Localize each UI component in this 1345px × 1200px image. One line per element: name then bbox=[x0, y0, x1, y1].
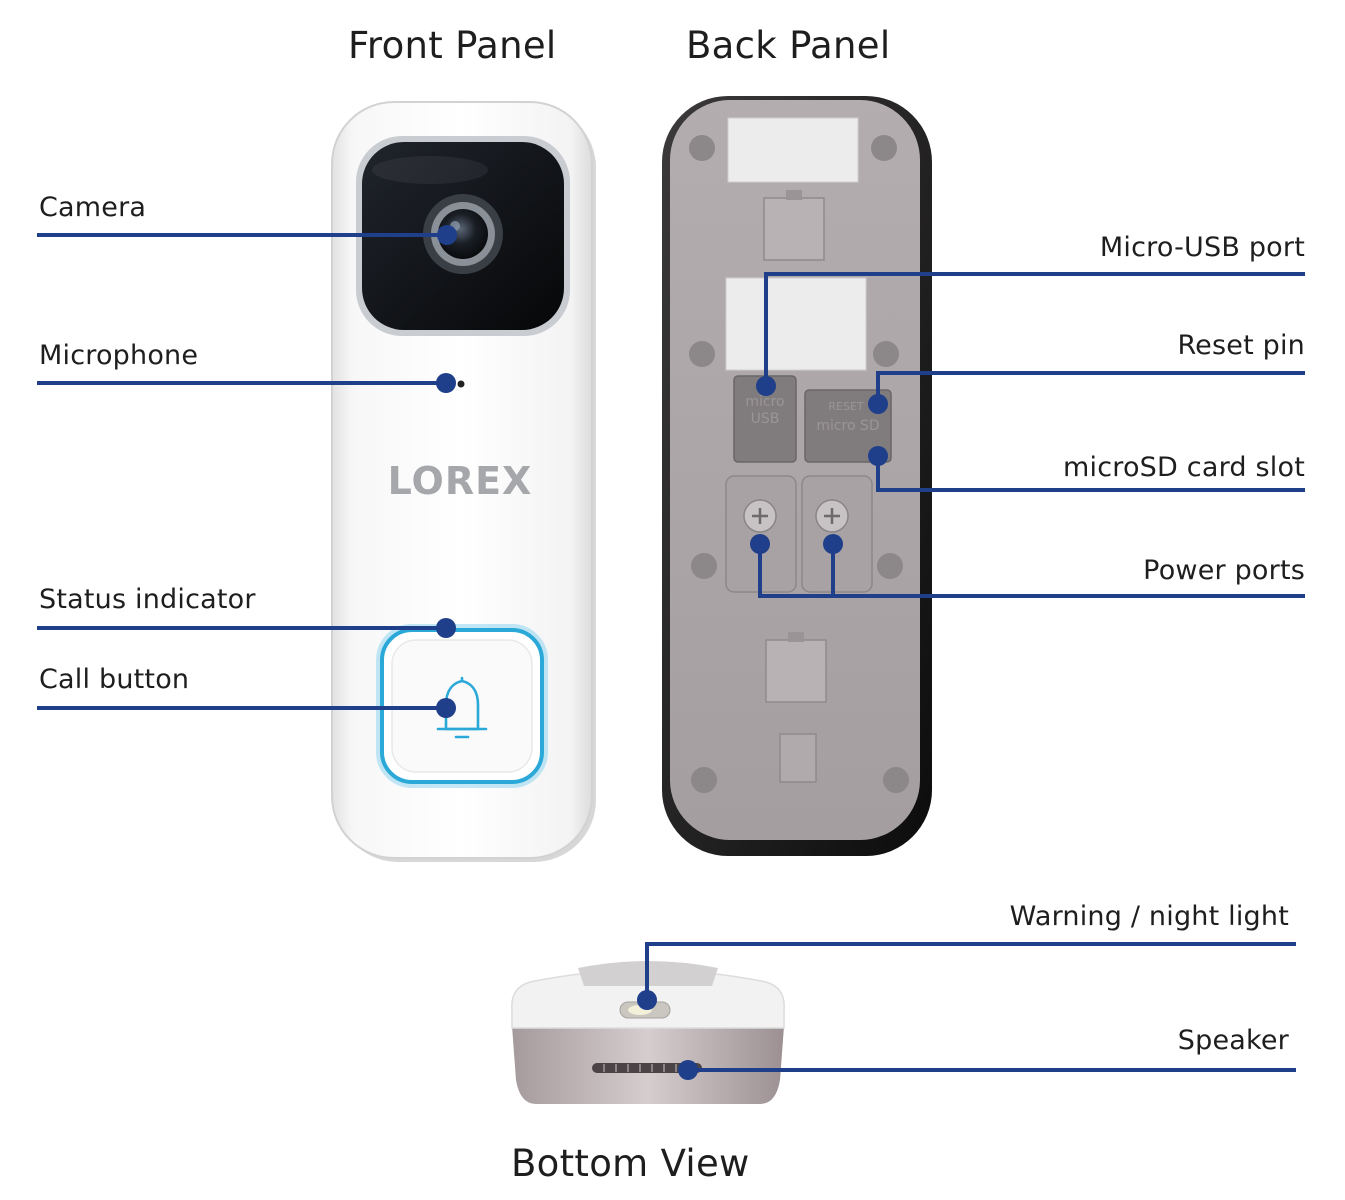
mount-slot-lower bbox=[765, 639, 827, 703]
rubber-feet bbox=[689, 135, 909, 793]
label-speaker: Speaker bbox=[1177, 1025, 1289, 1056]
call-button-face bbox=[391, 639, 533, 773]
callout-dot-power-port-left bbox=[750, 534, 770, 554]
microsd-slot bbox=[804, 389, 892, 463]
microsd-slot-text-1: RESET bbox=[828, 400, 864, 413]
call-button-ring-glow bbox=[376, 624, 548, 788]
label-warning-night-light: Warning / night light bbox=[1009, 901, 1289, 932]
back-panel-device: micro USB RESET micro SD bbox=[662, 96, 932, 856]
camera-lens-outer bbox=[423, 194, 503, 274]
callout-dots bbox=[436, 225, 888, 1080]
back-panel-face bbox=[670, 100, 920, 840]
label-microsd-card-slot: microSD card slot bbox=[1063, 452, 1305, 483]
micro-usb-slot-text-2: USB bbox=[751, 411, 780, 427]
label-micro-usb-port: Micro-USB port bbox=[1099, 232, 1305, 263]
front-panel-body bbox=[331, 101, 593, 859]
mount-slot-bottom bbox=[779, 733, 817, 783]
camera-window-reflection bbox=[372, 156, 488, 184]
callout-line-reset-pin bbox=[876, 371, 1305, 404]
bell-icon bbox=[436, 676, 488, 739]
label-microphone: Microphone bbox=[39, 340, 199, 371]
callout-dot-micro-usb bbox=[756, 376, 776, 396]
power-port-recess-left bbox=[725, 475, 797, 593]
label-camera: Camera bbox=[39, 192, 147, 223]
brand-logo: LOREX bbox=[388, 459, 533, 503]
callout-dot-status-indicator bbox=[436, 618, 456, 638]
back-sticker-top bbox=[727, 117, 859, 183]
night-light-window bbox=[619, 1001, 671, 1019]
bottom-view-title: Bottom View bbox=[511, 1142, 750, 1185]
callout-dot-camera bbox=[437, 225, 457, 245]
back-panel-shell bbox=[662, 96, 932, 856]
power-port-recess-right bbox=[801, 475, 873, 593]
micro-usb-slot-text-1: micro bbox=[745, 394, 784, 410]
bottom-body-lower bbox=[512, 1026, 784, 1104]
camera-lens-ring bbox=[431, 202, 495, 266]
bottom-body-top bbox=[511, 969, 785, 1029]
callout-dot-speaker bbox=[678, 1060, 698, 1080]
callout-dot-night-light bbox=[637, 990, 657, 1010]
call-button-ring bbox=[380, 628, 544, 784]
micro-usb-slot bbox=[733, 375, 797, 463]
label-power-ports: Power ports bbox=[1143, 555, 1305, 586]
callout-dot-call-button bbox=[436, 698, 456, 718]
front-panel-device: LOREX bbox=[331, 101, 596, 862]
label-status-indicator: Status indicator bbox=[39, 584, 256, 615]
microsd-slot-text-2: micro SD bbox=[816, 418, 879, 434]
speaker-grille bbox=[592, 1063, 702, 1073]
callout-dot-reset-pin bbox=[868, 394, 888, 414]
back-sticker-middle bbox=[725, 277, 867, 371]
callout-dot-power-port-right bbox=[823, 534, 843, 554]
night-light-led bbox=[628, 1005, 652, 1015]
mount-slot-upper bbox=[763, 197, 825, 261]
callout-dot-microphone bbox=[436, 373, 456, 393]
label-reset-pin: Reset pin bbox=[1177, 330, 1305, 361]
label-call-button: Call button bbox=[39, 664, 190, 695]
callout-dot-microsd bbox=[868, 446, 888, 466]
front-panel-shadow bbox=[336, 106, 596, 862]
bottom-top-cap bbox=[578, 961, 718, 986]
callout-line-night-light bbox=[645, 942, 1296, 1000]
camera-bezel bbox=[356, 136, 570, 336]
front-panel-title: Front Panel bbox=[348, 24, 557, 67]
mount-slot-upper-notch bbox=[786, 190, 802, 200]
camera-window bbox=[362, 142, 564, 330]
camera-lens bbox=[438, 209, 488, 259]
mount-slot-lower-notch bbox=[788, 632, 804, 642]
back-panel-title: Back Panel bbox=[686, 24, 891, 67]
camera-lens-glint bbox=[450, 221, 460, 231]
callout-lines bbox=[37, 233, 1305, 1072]
speaker-grille-slots bbox=[603, 1064, 677, 1072]
bottom-view-device bbox=[511, 961, 785, 1104]
screw-icon bbox=[743, 499, 849, 533]
microphone-hole bbox=[457, 380, 465, 388]
